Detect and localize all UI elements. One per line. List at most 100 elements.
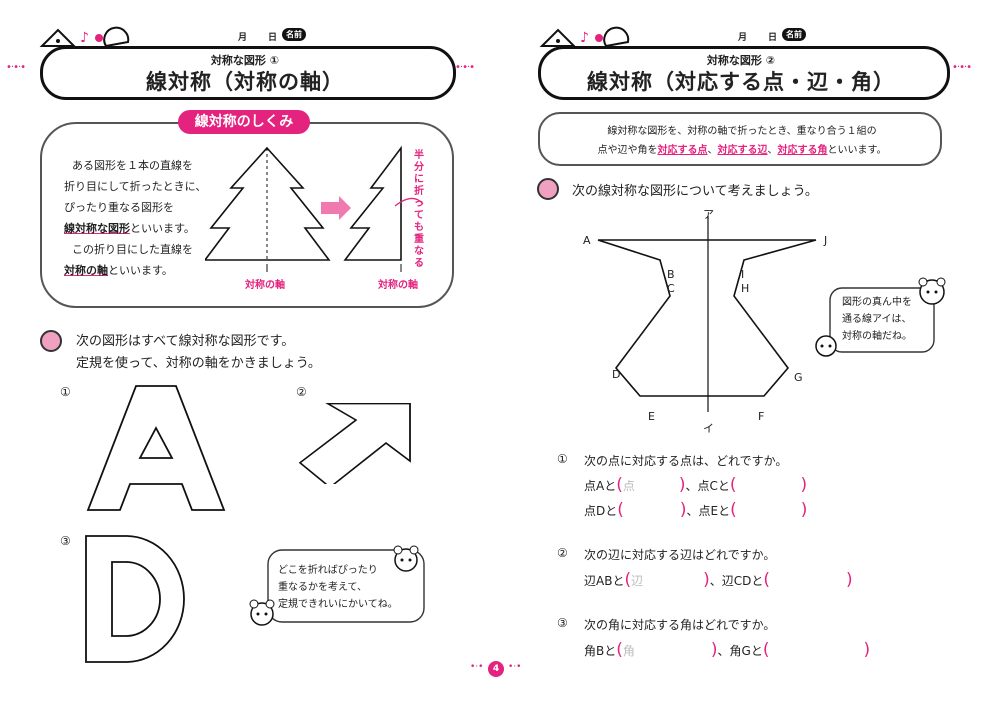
q2-edge-cd-label: 、辺CDと bbox=[709, 574, 764, 588]
character-face-icon bbox=[250, 602, 274, 626]
bubble-line: 定規できれいにかいてね。 bbox=[278, 599, 398, 610]
label-I: I bbox=[741, 268, 745, 281]
question-text: 次の図形はすべて線対称な図形です。 定規を使って、対称の軸をかきましょう。 bbox=[76, 331, 321, 375]
page-title: 線対称（対称の軸） bbox=[146, 70, 344, 94]
paren-close: ) bbox=[800, 475, 808, 495]
explain-line: ある図形を１本の直線を bbox=[72, 159, 193, 172]
figure-outline bbox=[597, 239, 817, 397]
label-C: C bbox=[667, 282, 675, 295]
symmetric-figure bbox=[597, 216, 817, 412]
date-day: 日 bbox=[268, 33, 279, 43]
vertical-note: 半分に折っても重なる bbox=[414, 150, 424, 269]
q1-text: 次の点に対応する点は、どれですか。 bbox=[584, 454, 788, 468]
question-text: 次の線対称な図形について考えましょう。 bbox=[572, 184, 818, 199]
q2-text: 次の辺に対応する辺はどれですか。 bbox=[584, 548, 776, 562]
bubble-text: どこを折ればぴったり 重なるかを考えて、 定規できれいにかいてね。 bbox=[278, 562, 398, 613]
page-number: 4 bbox=[492, 664, 500, 674]
q3-row: 角Bと(角)、角Gと() bbox=[584, 640, 870, 660]
term-corresponding-angles: 対応する角 bbox=[777, 145, 828, 156]
q1-point-c-label: 、点Cと bbox=[685, 479, 730, 493]
bubble-line: 通る線アイは、 bbox=[842, 314, 912, 325]
paren-open: ( bbox=[624, 570, 632, 590]
left-title-banner bbox=[40, 46, 456, 100]
q1-point-a-label: 点Aと bbox=[584, 479, 617, 493]
svg-text:♪: ♪ bbox=[80, 30, 89, 46]
question-line: 定規を使って、対称の軸をかきましょう。 bbox=[76, 356, 321, 371]
right-title-banner bbox=[538, 46, 950, 100]
arrow-figure bbox=[298, 402, 411, 484]
paren-close: ) bbox=[800, 500, 808, 520]
label-D: D bbox=[612, 368, 621, 381]
label-H: H bbox=[741, 282, 750, 295]
label-J: J bbox=[824, 234, 828, 247]
label-E: E bbox=[648, 410, 655, 423]
q1-number: ① bbox=[557, 452, 568, 466]
decor-shapes-icon: ♪ bbox=[39, 26, 130, 48]
definition-line: 線対称な図形を、対称の軸で折ったとき、重なり合う１組の bbox=[607, 126, 877, 137]
character-face-icon bbox=[919, 279, 945, 305]
answer-field-edge-ab[interactable]: 辺 bbox=[631, 574, 644, 588]
answer-field-angle-b[interactable]: 角 bbox=[622, 644, 635, 658]
axis-label: 対称の軸 bbox=[378, 280, 418, 291]
tree-diagram bbox=[205, 145, 424, 272]
definition-line: 点や辺や角を対応する点、対応する辺、対応する角といいます。 bbox=[552, 141, 932, 160]
label-i: イ bbox=[703, 422, 714, 435]
question-bullet-icon bbox=[537, 178, 559, 200]
q1-point-e-label: 、点Eと bbox=[686, 504, 731, 518]
q3-text: 次の角に対応する角はどれですか。 bbox=[584, 618, 776, 632]
q1-row2: 点Dと()、点Eと() bbox=[584, 500, 807, 520]
explain-line: 折り目にして折ったときに、 bbox=[64, 180, 207, 193]
speech-bubble bbox=[249, 545, 425, 626]
explain-line: 対称の軸といいます。 bbox=[64, 260, 252, 281]
paren-close: ) bbox=[863, 640, 871, 660]
explain-suffix: といいます。 bbox=[108, 264, 173, 277]
page-number-badge: 4 bbox=[488, 661, 504, 677]
explain-line: 線対称な図形といいます。 bbox=[64, 218, 252, 239]
paren-open: ( bbox=[762, 640, 770, 660]
q3-angle-b-label: 角Bと bbox=[584, 644, 617, 658]
paren-open: ( bbox=[616, 475, 623, 495]
figure-number: ① bbox=[60, 385, 71, 399]
q3-angle-g-label: 、角Gと bbox=[717, 644, 763, 658]
paren-open: ( bbox=[729, 475, 737, 495]
label-a: ア bbox=[703, 208, 714, 221]
letter-a-figure bbox=[86, 385, 226, 511]
term-separator: 、 bbox=[707, 145, 718, 156]
bubble-line: 対称の軸だね。 bbox=[842, 331, 912, 342]
definition-prefix: 点や辺や角を bbox=[597, 145, 658, 156]
explain-line: ぴったり重なる図形を bbox=[64, 201, 174, 214]
term-line-symmetric: 線対称な図形 bbox=[64, 222, 130, 235]
page-number-dots: •·• bbox=[508, 662, 522, 672]
svg-text:♪: ♪ bbox=[580, 30, 589, 46]
answer-field-point-a[interactable]: 点 bbox=[622, 479, 635, 493]
page-subtitle: 対称な図形 ② bbox=[706, 54, 776, 67]
question-line: 次の図形はすべて線対称な図形です。 bbox=[76, 334, 295, 349]
question-bullet-icon bbox=[40, 330, 62, 352]
figure-number: ② bbox=[296, 385, 307, 399]
arrow-right-icon bbox=[321, 196, 351, 220]
letter-d-figure bbox=[85, 535, 185, 663]
label-F: F bbox=[758, 410, 765, 423]
paren-open: ( bbox=[730, 500, 737, 520]
paren-open: ( bbox=[763, 570, 770, 590]
bubble-text: 図形の真ん中を 通る線アイは、 対称の軸だね。 bbox=[842, 294, 912, 345]
term-axis: 対称の軸 bbox=[64, 264, 108, 277]
dots-decor: •·•·• bbox=[6, 62, 26, 73]
paren-close: ) bbox=[678, 475, 686, 495]
term-corresponding-edges: 対応する辺 bbox=[717, 145, 768, 156]
q2-row: 辺ABと(辺)、辺CDと() bbox=[584, 570, 853, 590]
term-corresponding-points: 対応する点 bbox=[657, 145, 708, 156]
name-badge: 名前 bbox=[282, 28, 306, 41]
q2-number: ② bbox=[557, 546, 568, 560]
paren-open: ( bbox=[617, 500, 624, 520]
definition-suffix: といいます。 bbox=[827, 145, 887, 156]
paren-close: ) bbox=[710, 640, 718, 660]
dots-decor: •·•·• bbox=[952, 62, 972, 73]
q1-point-d-label: 点Dと bbox=[584, 504, 618, 518]
page-subtitle: 対称な図形 ① bbox=[210, 54, 280, 67]
axis-label: 対称の軸 bbox=[245, 280, 285, 291]
paren-close: ) bbox=[846, 570, 853, 590]
paren-close: ) bbox=[679, 500, 687, 520]
bubble-line: 図形の真ん中を bbox=[842, 297, 912, 308]
label-A: A bbox=[583, 234, 591, 247]
